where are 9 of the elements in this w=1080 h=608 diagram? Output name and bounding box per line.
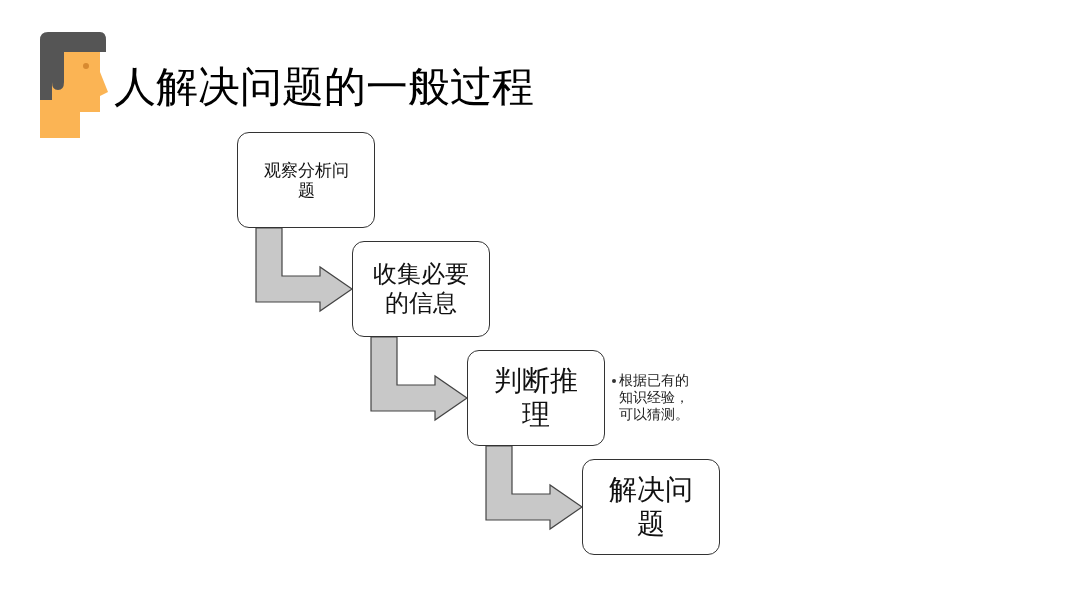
title: 人解决问题的一般过程 [114, 62, 534, 113]
process-box: 判断推理 [467, 350, 605, 446]
bent-arrow [370, 336, 469, 422]
process-box: 观察分析问题 [237, 132, 375, 228]
process-box: 解决问题 [582, 459, 720, 555]
bent-arrow [255, 227, 354, 313]
bent-arrow [485, 445, 584, 531]
side-note: 根据已有的知识经验，可以猜测。 [619, 372, 690, 423]
process-box: 收集必要的信息 [352, 241, 490, 337]
